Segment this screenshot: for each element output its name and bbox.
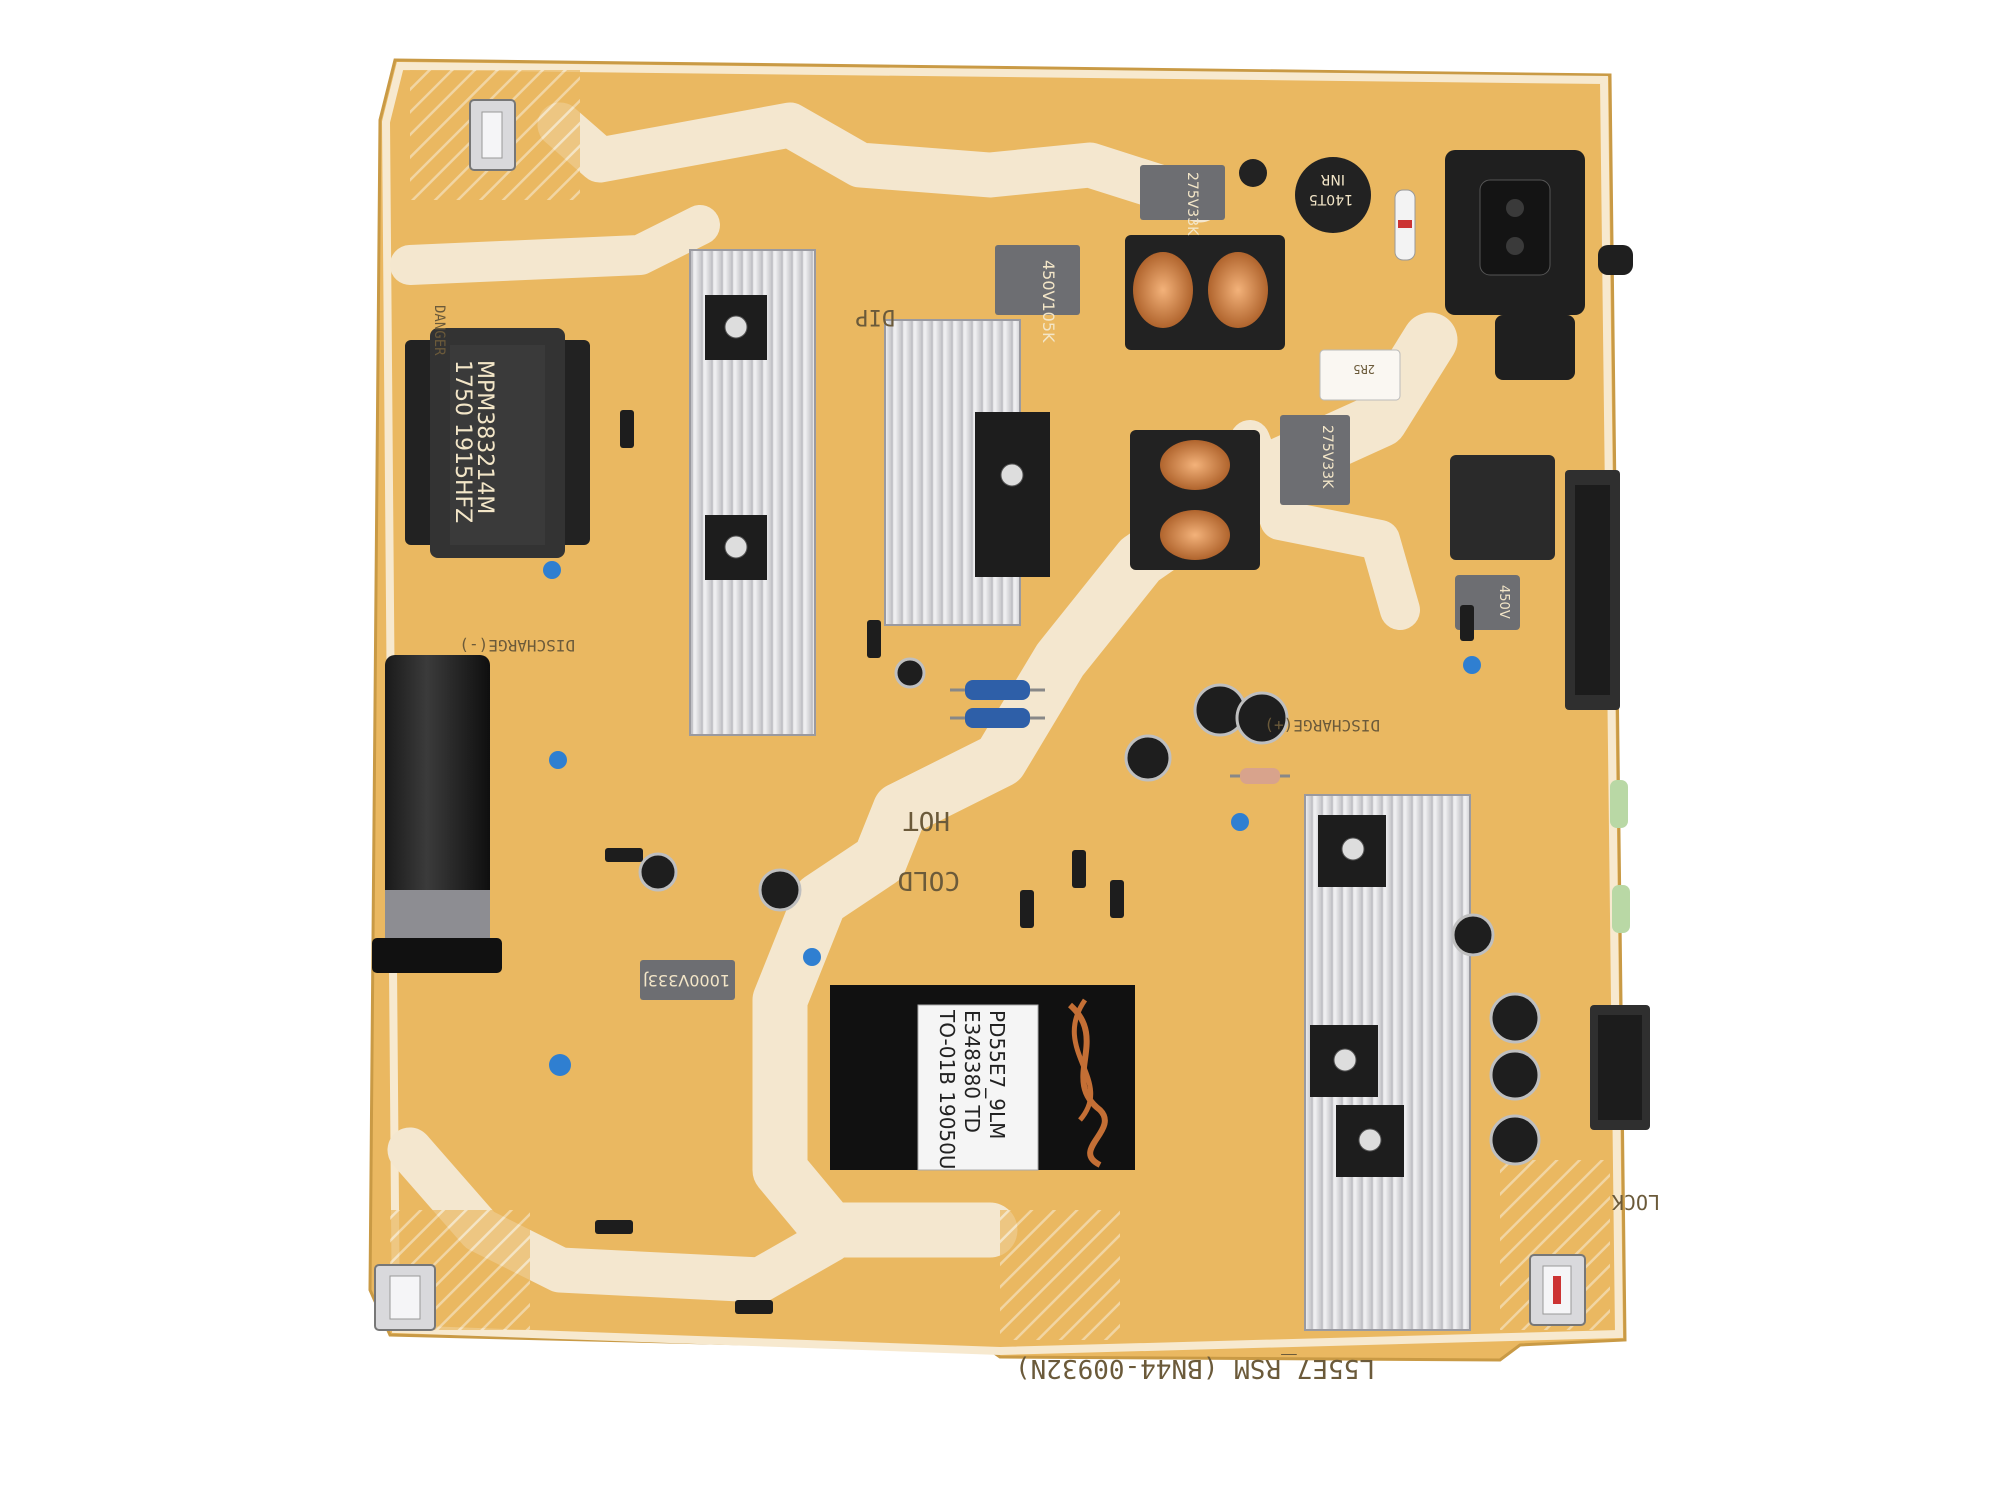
x-cap-3-text: 275V33K: [1319, 425, 1335, 489]
transformer-text-2: E348380 TD: [960, 1010, 984, 1133]
heatsink-center: [884, 319, 1050, 626]
lock-label: LOCK: [1612, 1190, 1660, 1214]
bulk-capacitor: [372, 655, 502, 973]
transformer-text-3: TO-01B 19050U: [935, 1009, 959, 1170]
mounting-lugs: [374, 99, 1586, 1331]
cold-label: COLD: [897, 865, 960, 895]
led-connector: [1450, 455, 1620, 710]
isolation-bands: [387, 102, 1458, 1303]
thermistor-text-2: 140T5: [1309, 191, 1353, 207]
dip-label: DIP: [855, 304, 895, 329]
diodes: [595, 410, 1474, 1314]
heatsink-right: [1304, 794, 1471, 1331]
fuse-resistor: 2R5: [1319, 349, 1401, 401]
axial-resistors: [950, 680, 1630, 933]
small-capacitors: [638, 159, 1541, 1166]
x-cap-1-text: 450V105K: [1039, 260, 1058, 343]
fuse-resistor-text: 2R5: [1353, 362, 1375, 376]
led-inductor-text: 450V: [1496, 585, 1511, 619]
x-cap-2-text: 275V33K: [1184, 172, 1200, 236]
output-connector: [1590, 1005, 1650, 1130]
hot-label: HOT: [903, 805, 950, 835]
lug-top-left: [469, 99, 516, 171]
x-capacitor-1: 450V105K: [995, 245, 1080, 343]
ac-inlet: [1445, 150, 1633, 380]
lug-bottom-left: [374, 1264, 436, 1331]
pfc-inductor-text-2: 1750 1915HFZ: [450, 360, 475, 523]
danger-label: DANGER: [431, 305, 447, 356]
silkscreen-labels: HOT COLD DIP LOCK DISCHARGE(-) DISCHARGE…: [431, 304, 1660, 1383]
common-mode-choke-middle: [1130, 430, 1260, 570]
pfc-inductor: MPM383214M 1750 1915HFZ: [405, 328, 590, 558]
fuse: [1394, 189, 1416, 261]
x-capacitor-3: 275V33K: [1280, 415, 1350, 505]
y-cap-text: 1000V333J: [643, 971, 730, 990]
common-mode-choke-top: [1125, 235, 1285, 350]
thermistor-text-1: INR: [1320, 171, 1345, 187]
board-model-marking: L55E7_RSM (BN44-00932N): [1015, 1353, 1375, 1383]
transformer-text-1: PD55E7_9LM: [985, 1010, 1009, 1139]
lug-bottom-right: [1529, 1254, 1586, 1326]
pfc-inductor-text-1: MPM383214M: [472, 360, 497, 514]
discharge-minus-label: DISCHARGE(-): [459, 636, 575, 655]
ceramic-capacitors: [543, 561, 1481, 1076]
discharge-plus-label: DISCHARGE(+): [1264, 716, 1380, 735]
x-capacitor-2: 275V33K: [1140, 165, 1225, 236]
y-capacitor: 1000V333J: [640, 960, 735, 1000]
heatsink-left: [689, 249, 816, 736]
main-transformer: PD55E7_9LM E348380 TD TO-01B 19050U: [830, 985, 1135, 1171]
thermistor: INR 140T5: [1295, 157, 1371, 233]
